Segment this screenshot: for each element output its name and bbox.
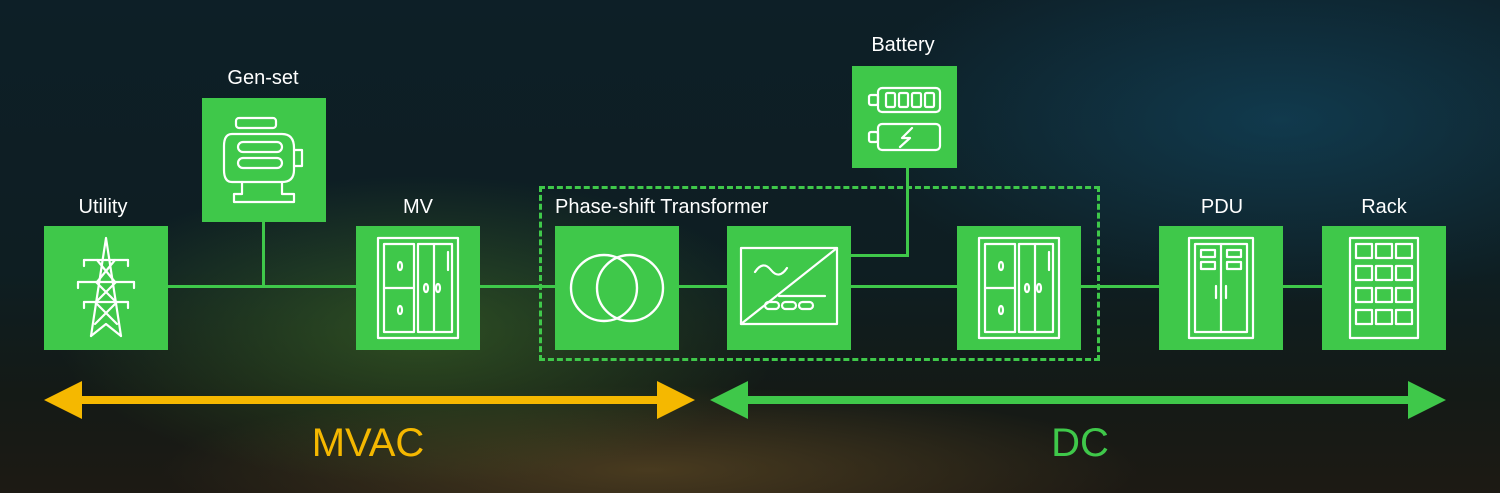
- dc-arrow: [710, 381, 1446, 419]
- transformer-node: [555, 226, 679, 350]
- battery-connector-vertical: [906, 168, 909, 256]
- transformer-coils-icon: [569, 253, 665, 323]
- server-rack-icon: [1348, 236, 1420, 340]
- rack-node: [1322, 226, 1446, 350]
- battery-node: [852, 66, 957, 168]
- mvac-arrow: [44, 381, 695, 419]
- battery-connector-horizontal: [850, 254, 909, 257]
- switchgear-cabinet-icon: [376, 236, 460, 340]
- mv-label: MV: [403, 196, 433, 218]
- ac-dc-rectifier-icon: [739, 246, 839, 326]
- pdu-cabinet-icon: [1187, 236, 1255, 340]
- generator-icon: [222, 116, 304, 204]
- pdu-node: [1159, 226, 1283, 350]
- pdu-label: PDU: [1200, 196, 1244, 218]
- phase-shift-label: Phase-shift Transformer: [555, 196, 769, 218]
- mv-switchgear-node: [356, 226, 480, 350]
- genset-node: [202, 98, 326, 222]
- battery-label: Battery: [871, 34, 935, 56]
- switchgear-cabinet-icon: [977, 236, 1061, 340]
- transmission-tower-icon: [76, 236, 136, 338]
- dc-zone-label: DC: [1051, 421, 1109, 465]
- genset-connector: [262, 221, 265, 287]
- utility-node: [44, 226, 168, 350]
- mvac-zone-label: MVAC: [311, 421, 425, 465]
- battery-icon: [867, 86, 942, 152]
- utility-label: Utility: [78, 196, 128, 218]
- rack-label: Rack: [1361, 196, 1407, 218]
- genset-label: Gen-set: [227, 67, 299, 89]
- rectifier-node: [727, 226, 851, 350]
- dc-switchgear-node: [957, 226, 1081, 350]
- phase-shift-transformer-group: [539, 186, 1100, 361]
